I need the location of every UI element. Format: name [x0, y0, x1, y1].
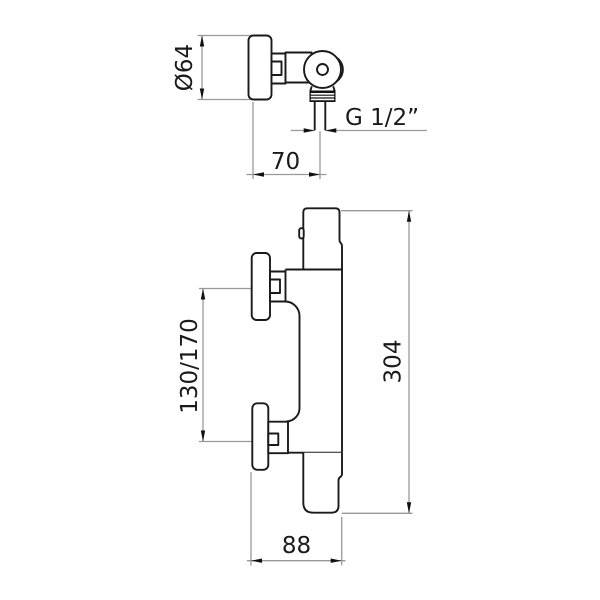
arrowhead-up-icon [406, 210, 412, 222]
dimension-wall-to-outlet: 70 [246, 102, 327, 179]
arrowhead-up-icon [199, 35, 205, 47]
dimension-flange-diameter: Ø64 [172, 34, 252, 101]
arrowhead-up-icon [200, 288, 206, 300]
valve-cap-circle [303, 50, 342, 89]
bottom-cap [302, 452, 343, 514]
outlet-neck [332, 86, 336, 92]
dimension-label-connection-centers: 130/170 [177, 318, 203, 414]
arrowhead-down-icon [406, 502, 412, 514]
outlet-thread [309, 90, 336, 102]
arrowhead-left-icon [251, 558, 262, 563]
valve-cap-facet [335, 56, 344, 83]
dimension-thread-size: G 1/2” [291, 105, 427, 133]
dimension-label-overall-depth: 88 [282, 533, 311, 559]
front-view: 130/170 304 88 [177, 207, 413, 566]
dimension-label-thread-size: G 1/2” [345, 105, 419, 131]
dimension-overall-depth: 88 [247, 472, 346, 566]
top-view: Ø64 70 G 1/2” [172, 34, 427, 179]
mounting-nut-band [270, 60, 283, 76]
arrowhead-down-icon [199, 88, 205, 100]
lower-connection-nut-band [267, 432, 280, 446]
arrowhead-left-icon [253, 172, 264, 177]
arrowhead-right-icon [330, 558, 342, 563]
dimension-overall-height: 304 [341, 210, 413, 514]
dimension-connection-centers: 130/170 [177, 287, 253, 443]
arrowhead-left-icon [325, 128, 337, 133]
arrowhead-down-icon [200, 430, 206, 442]
arrowhead-right-icon [309, 172, 320, 177]
dimension-label-overall-height: 304 [381, 340, 407, 384]
knob-safety-button [298, 227, 305, 240]
valve-cap-center [316, 63, 329, 76]
arrowhead-right-icon [303, 128, 315, 133]
body-left-contour [285, 300, 301, 423]
thermostat-knob [302, 207, 343, 270]
outlet-neck [309, 86, 313, 92]
lower-wall-flange [251, 402, 270, 471]
dimension-label-wall-to-outlet: 70 [271, 149, 300, 175]
dimension-label-flange-diameter: Ø64 [172, 44, 198, 91]
wall-flange-side [247, 34, 273, 101]
upper-wall-flange [250, 252, 271, 321]
upper-connection-nut-band [269, 278, 281, 294]
